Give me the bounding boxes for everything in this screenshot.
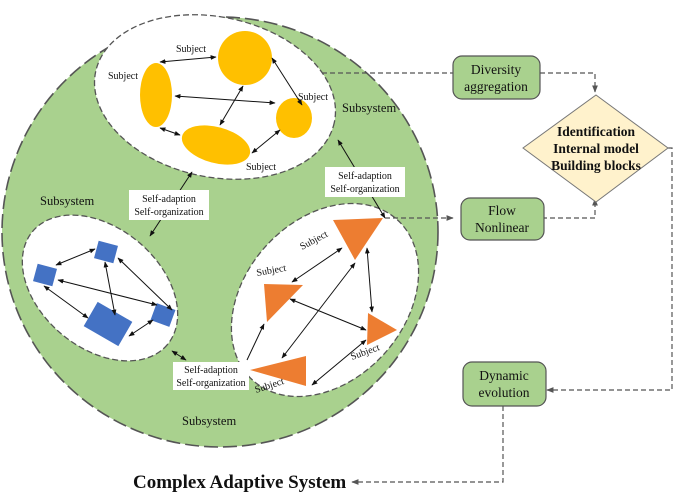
subject-orange-4 <box>250 356 306 386</box>
box-label: aggregation <box>464 79 528 94</box>
box-label: Dynamic <box>479 368 529 383</box>
subject-orange-3 <box>367 313 397 345</box>
subject-orange-1 <box>333 218 383 260</box>
link-label: Self-adaption <box>142 194 196 205</box>
flow-nonlinear-box <box>460 197 545 241</box>
link-label-bg <box>129 190 209 220</box>
box-label: evolution <box>479 385 530 400</box>
subject-yellow-1 <box>218 31 272 85</box>
box-label: Flow <box>488 203 516 218</box>
link-label: Self-adaption <box>184 365 238 376</box>
subject-label: Subject <box>256 263 288 279</box>
diamond-label: Building blocks <box>551 158 641 173</box>
subject-blue-3 <box>83 301 133 347</box>
properties-diamond <box>522 94 669 203</box>
subject-label: Subject <box>108 71 138 82</box>
diagram-title: Complex Adaptive System <box>133 472 346 492</box>
subject-label: Subject <box>298 92 328 103</box>
subject-label: Subject <box>246 162 276 173</box>
link-label: Self-organization <box>330 184 399 195</box>
subject-label: Subject <box>176 44 206 55</box>
subsystem-label: Subsystem <box>40 194 94 208</box>
subject-blue-2 <box>33 263 57 287</box>
link-label-bg <box>173 362 249 390</box>
diamond-label: Internal model <box>553 141 639 156</box>
subsystem-label: Subsystem <box>342 101 396 115</box>
subsystem-label: Subsystem <box>182 414 236 428</box>
blue-subjects <box>33 240 176 347</box>
link-label-bg <box>325 167 405 197</box>
yellow-subjects <box>140 31 312 165</box>
box-label: Diversity <box>471 62 521 77</box>
subject-yellow-4 <box>276 98 312 138</box>
link-label: Self-adaption <box>338 171 392 182</box>
diversity-aggregation-box <box>452 55 541 100</box>
link-label: Self-organization <box>176 378 245 389</box>
subject-yellow-3 <box>181 125 251 165</box>
subject-yellow-2 <box>140 63 172 127</box>
subject-blue-1 <box>94 240 118 264</box>
dynamic-evolution-box <box>462 361 547 407</box>
box-label: Nonlinear <box>475 220 529 235</box>
link-label: Self-organization <box>134 207 203 218</box>
diamond-label: Identification <box>557 124 635 139</box>
